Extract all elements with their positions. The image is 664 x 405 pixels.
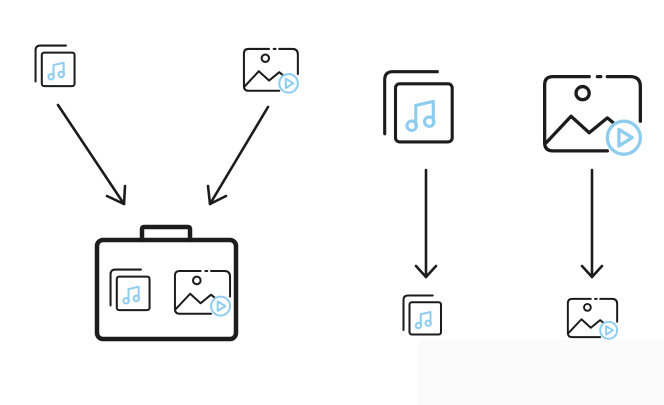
source-video-icon-left: [242, 47, 299, 94]
arrow-video-down: [580, 168, 604, 279]
briefcase-icon: [94, 224, 239, 342]
arrow-audio-down: [414, 168, 438, 279]
briefcase-audio-icon: [109, 268, 151, 312]
large-audio-icon: [383, 70, 454, 144]
large-video-icon: [543, 75, 642, 156]
small-video-icon: [566, 297, 619, 340]
arrow-video-to-briefcase: [206, 105, 270, 206]
arrow-audio-to-briefcase: [56, 103, 127, 206]
corner-shade: [418, 340, 664, 405]
source-audio-icon-left: [34, 44, 76, 88]
briefcase-video-icon: [173, 269, 232, 317]
small-audio-icon: [402, 294, 443, 336]
